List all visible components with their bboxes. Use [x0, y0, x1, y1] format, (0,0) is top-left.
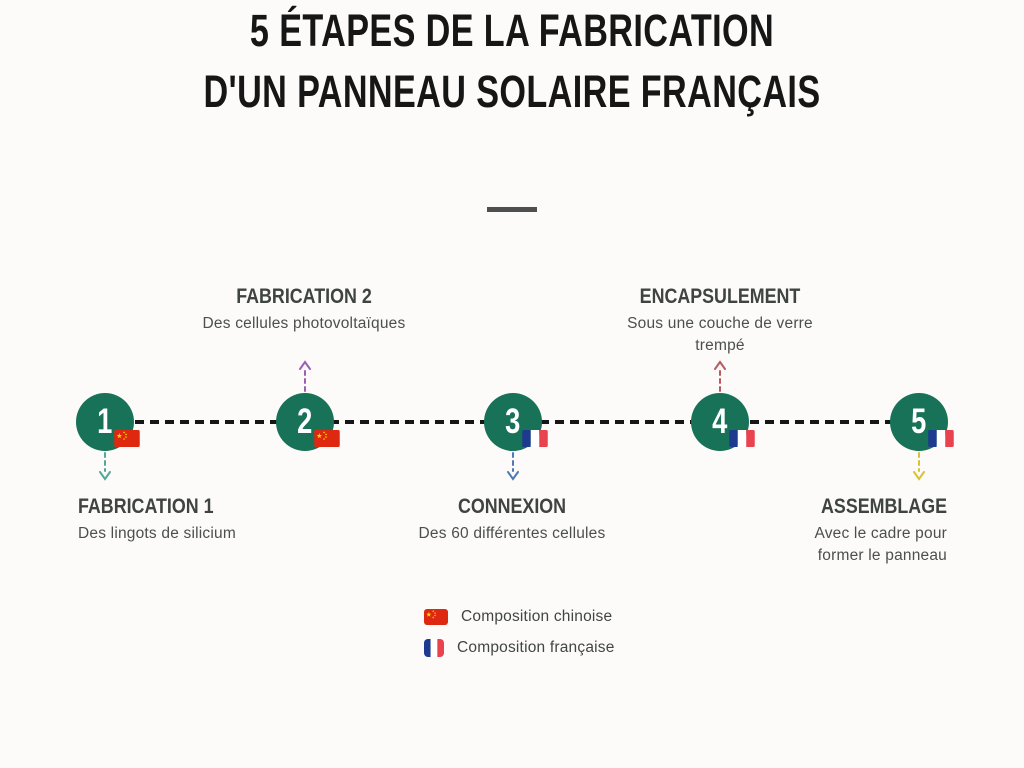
step-title-2: FABRICATION 2 [236, 285, 372, 308]
france-flag-icon [522, 430, 548, 447]
step-description-5: Avec le cadre pour former le panneau [814, 525, 947, 564]
france-flag-icon [928, 430, 954, 447]
france-flag-icon [424, 639, 444, 657]
step-number-1: 1 [97, 402, 113, 441]
dashed-arrow-down-icon [507, 452, 519, 481]
step-title-3: CONNEXION [457, 495, 567, 518]
page-title: 5 ÉTAPES DE LA FABRICATION D'UN PANNEAU … [0, 0, 1024, 122]
step-title-4: ENCAPSULEMENT [639, 285, 801, 308]
china-flag-icon [114, 430, 140, 447]
step-label-3: CONNEXION Des 60 différentes cellules [402, 494, 622, 545]
step-label-1: FABRICATION 1 Des lingots de silicium [78, 494, 308, 545]
legend-label-china: Composition chinoise [461, 608, 613, 625]
dashed-arrow-up-icon [714, 360, 726, 392]
legend-row-china: Composition chinoise [424, 608, 615, 626]
step-title-5: ASSEMBLAGE [821, 495, 947, 518]
step-label-4: ENCAPSULEMENT Sous une couche de verre t… [610, 284, 830, 357]
step-description-3: Des 60 différentes cellules [418, 525, 606, 542]
china-flag-icon [424, 609, 448, 625]
dashed-arrow-down-icon [913, 452, 925, 481]
title-divider [487, 207, 537, 212]
china-flag-icon [314, 430, 340, 447]
step-number-4: 4 [712, 402, 728, 441]
page-title-line2: D'UN PANNEAU SOLAIRE FRANÇAIS [203, 66, 821, 117]
step-number-3: 3 [505, 402, 521, 441]
france-flag-icon [729, 430, 755, 447]
legend-label-france: Composition française [457, 639, 615, 656]
step-number-2: 2 [297, 402, 313, 441]
step-label-2: FABRICATION 2 Des cellules photovoltaïqu… [184, 284, 424, 335]
step-description-1: Des lingots de silicium [78, 525, 236, 542]
step-circle-5: 5 [890, 393, 948, 451]
step-label-5: ASSEMBLAGE Avec le cadre pour former le … [767, 494, 947, 567]
dashed-arrow-up-icon [299, 360, 311, 392]
legend: Composition chinoise Composition françai… [424, 608, 615, 657]
step-number-5: 5 [911, 402, 927, 441]
step-title-1: FABRICATION 1 [78, 495, 214, 518]
step-description-4: Sous une couche de verre trempé [627, 315, 813, 354]
dashed-arrow-down-icon [99, 452, 111, 481]
legend-row-france: Composition française [424, 639, 615, 657]
step-description-2: Des cellules photovoltaïques [202, 315, 406, 332]
page-title-line1: 5 ÉTAPES DE LA FABRICATION [249, 5, 775, 56]
